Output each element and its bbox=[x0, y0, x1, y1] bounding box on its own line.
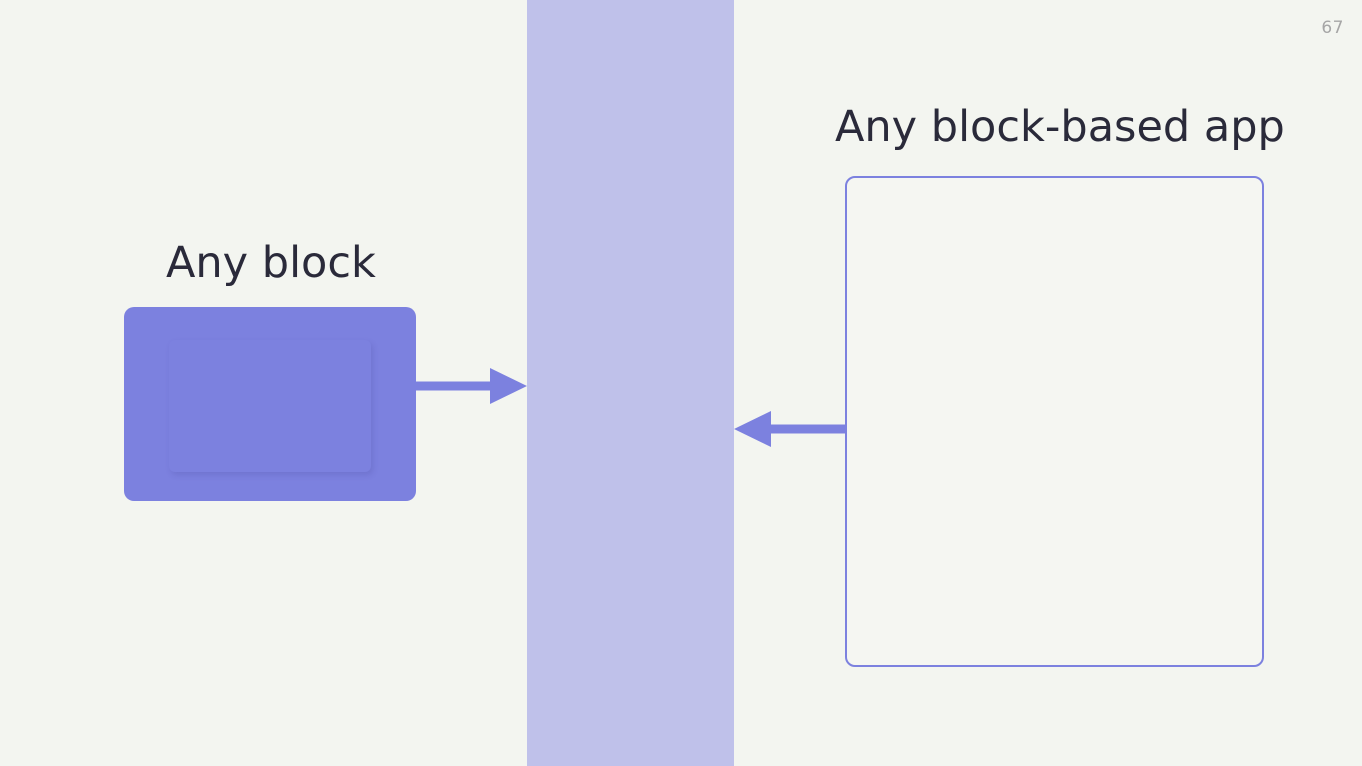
app-to-band-arrow bbox=[734, 411, 846, 447]
block-to-band-arrow bbox=[416, 368, 527, 404]
app-to-band-arrow-head bbox=[734, 411, 771, 447]
app-label: Any block-based app bbox=[835, 102, 1285, 152]
block-label: Any block bbox=[166, 238, 376, 288]
app-frame bbox=[845, 176, 1264, 667]
block-to-band-arrow-head bbox=[490, 368, 527, 404]
slide-number: 67 bbox=[1321, 18, 1344, 38]
block-inner-panel bbox=[169, 340, 371, 472]
block-card bbox=[124, 307, 416, 501]
protocol-band bbox=[527, 0, 734, 766]
